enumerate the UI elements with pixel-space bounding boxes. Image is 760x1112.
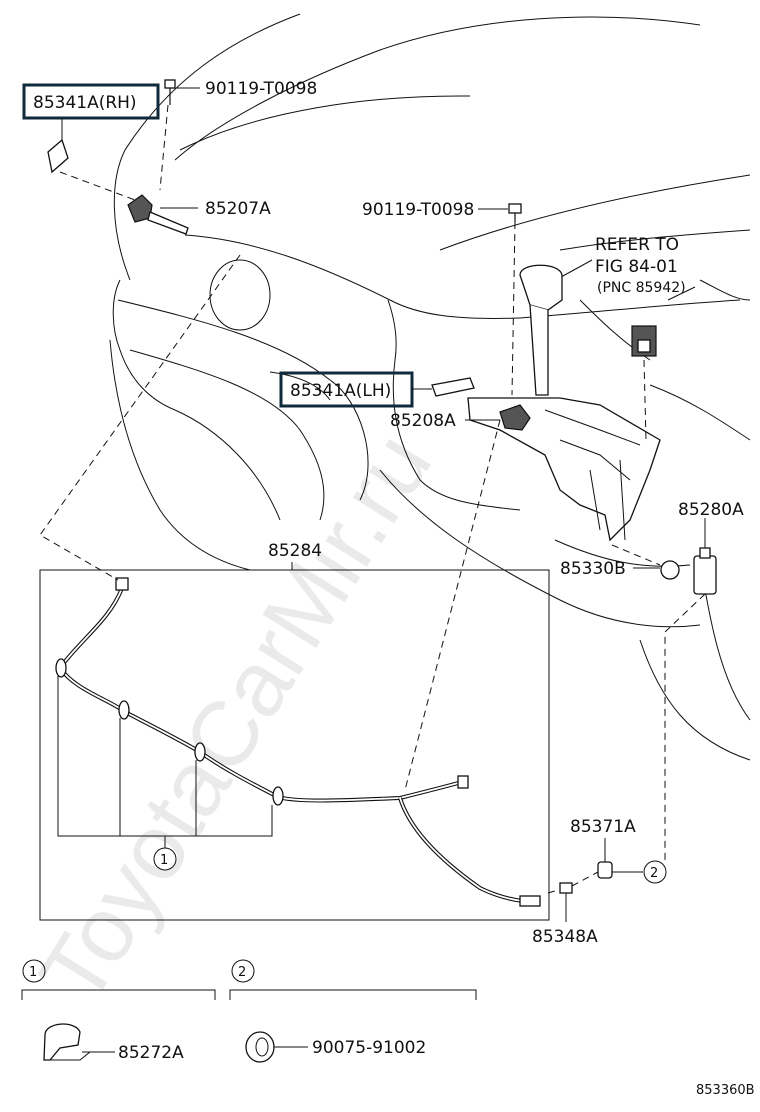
label-grommet: 85330B bbox=[560, 559, 626, 579]
level-sensor bbox=[631, 325, 657, 357]
hose-assembly-box bbox=[39, 569, 550, 921]
screw-mid bbox=[478, 203, 522, 222]
refer-line2: FIG 84-01 bbox=[595, 257, 678, 277]
washer-pump bbox=[693, 518, 717, 595]
rh-washer-jet bbox=[127, 194, 198, 235]
rh-nozzle-cover bbox=[47, 138, 69, 174]
clip-part bbox=[245, 1031, 308, 1063]
clamp-part bbox=[43, 1023, 115, 1061]
pump-grommet bbox=[633, 560, 680, 580]
legend-ref-1-text: 1 bbox=[29, 965, 37, 980]
lh-nozzle-cover bbox=[431, 377, 475, 397]
label-pump: 85280A bbox=[678, 500, 744, 520]
label-jet-rh: 85207A bbox=[205, 199, 271, 219]
label-lh-nozzle-cover: 85341A(LH) bbox=[290, 381, 391, 401]
label-screw-top: 90119-T0098 bbox=[205, 79, 317, 99]
label-screw-mid: 90119-T0098 bbox=[362, 200, 474, 220]
legend-ref-1: 1 bbox=[21, 959, 216, 1000]
washer-tank bbox=[467, 264, 661, 542]
refer-line1: REFER TO bbox=[595, 235, 679, 255]
label-clip: 90075-91002 bbox=[312, 1038, 426, 1058]
ref-callout-1-hose: 1 bbox=[153, 847, 177, 871]
legend-ref-2: 2 bbox=[229, 959, 477, 1000]
legend-ref-2-text: 2 bbox=[238, 965, 246, 980]
check-valve bbox=[559, 882, 573, 922]
label-clamp: 85272A bbox=[118, 1043, 184, 1063]
label-jet-lh: 85208A bbox=[390, 411, 456, 431]
lh-washer-jet bbox=[465, 404, 531, 431]
label-check-valve: 85348A bbox=[532, 927, 598, 947]
ref-1-text: 1 bbox=[160, 853, 168, 868]
refer-line3: (PNC 85942) bbox=[597, 280, 686, 296]
hose-joint bbox=[597, 838, 643, 879]
vehicle-outline bbox=[109, 13, 751, 761]
ref-callout-2-joint: 2 bbox=[643, 860, 667, 884]
label-rh-nozzle-cover: 85341A(RH) bbox=[33, 93, 137, 113]
ref-2-text: 2 bbox=[650, 866, 658, 881]
washer-hose bbox=[55, 577, 541, 907]
diagram-code: 853360B bbox=[696, 1083, 755, 1098]
screw-top bbox=[164, 79, 200, 105]
watermark: ToyotaCarMir.ru bbox=[20, 416, 451, 1021]
label-hose: 85284 bbox=[268, 541, 322, 561]
rh-label-box bbox=[22, 83, 160, 120]
label-joint: 85371A bbox=[570, 817, 636, 837]
